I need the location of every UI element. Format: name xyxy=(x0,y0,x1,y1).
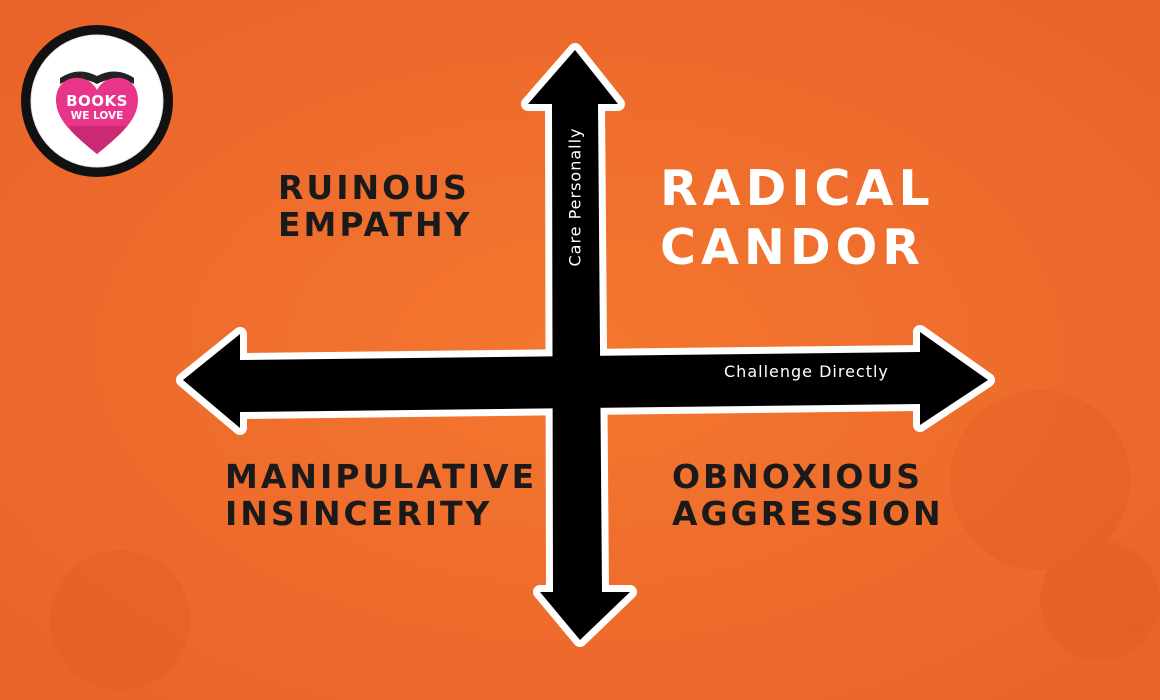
quadrant-line: AGGRESSION xyxy=(672,493,944,533)
quadrant-line: RUINOUS xyxy=(278,168,470,207)
quadrant-line: CANDOR xyxy=(660,218,925,276)
book-icon xyxy=(60,71,134,84)
care-personally-label: Care Personally xyxy=(565,127,585,267)
vertical-arrow xyxy=(528,50,630,640)
quadrant-line: RADICAL xyxy=(660,160,935,217)
quadrant-manipulative-insincerity: MANIPULATIVE INSINCERITY xyxy=(225,457,538,533)
quadrant-line: OBNOXIOUS xyxy=(672,457,924,496)
quadrant-line: MANIPULATIVE xyxy=(225,457,538,496)
quadrant-radical-candor: RADICAL CANDOR xyxy=(660,160,935,278)
quadrant-line: INSINCERITY xyxy=(225,493,493,533)
logo-line-2: WE LOVE xyxy=(70,110,124,122)
quadrant-ruinous-empathy: RUINOUS EMPATHY xyxy=(278,168,473,244)
quadrant-obnoxious-aggression: OBNOXIOUS AGGRESSION xyxy=(672,457,944,533)
quadrant-line: EMPATHY xyxy=(278,204,473,244)
books-we-love-logo: BOOKS WE LOVE xyxy=(18,22,176,180)
logo-line-1: BOOKS xyxy=(66,92,128,110)
logo-badge xyxy=(21,25,173,177)
challenge-directly-label: Challenge Directly xyxy=(724,362,889,381)
